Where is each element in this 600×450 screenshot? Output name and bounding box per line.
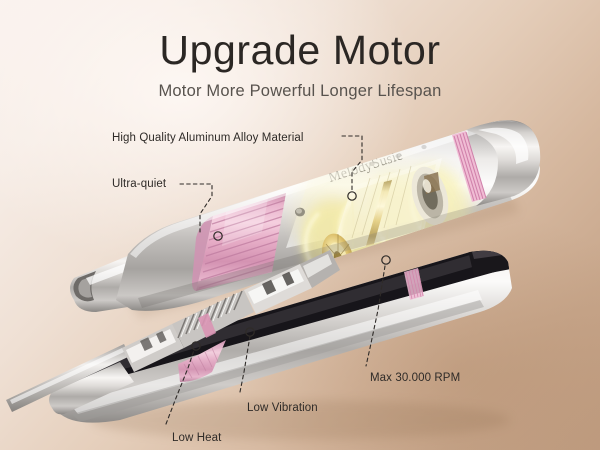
callout-label-ultra-quiet: Ultra-quiet <box>112 178 167 190</box>
lower-body-pink-ring <box>404 268 424 300</box>
leader-alloy <box>341 135 363 193</box>
page-subtitle: Motor More Powerful Longer Lifespan <box>158 82 442 100</box>
leader-rpm <box>365 265 386 367</box>
shaft-coupler <box>244 250 340 314</box>
marker-heat <box>191 341 201 351</box>
callout-target-markers <box>191 191 391 351</box>
lower-nose-cone <box>49 362 134 415</box>
marker-quiet <box>213 231 223 241</box>
leader-heat <box>165 349 195 425</box>
callout-label-alloy: High Quality Aluminum Alloy Material <box>112 132 304 144</box>
callout-label-low-heat: Low Heat <box>172 432 222 444</box>
drill-bit-shaft <box>6 250 340 412</box>
marker-vibration <box>245 327 255 337</box>
callout-label-max-rpm: Max 30.000 RPM <box>370 372 461 384</box>
callout-leader-lines <box>165 135 386 425</box>
page-title: Upgrade Motor <box>159 27 441 73</box>
marker-rpm <box>381 255 391 265</box>
upper-handpiece: MelodySusie <box>6 120 541 412</box>
leader-vibration <box>239 335 251 393</box>
marker-alloy <box>347 191 357 201</box>
lower-handpiece <box>49 250 512 440</box>
rear-pink-ring <box>452 131 487 202</box>
callout-label-low-vibration: Low Vibration <box>247 402 318 414</box>
lower-handpiece-grip <box>178 340 226 382</box>
rear-end-cap <box>466 121 541 206</box>
drive-spring <box>172 290 254 348</box>
pink-grip-band <box>192 193 286 291</box>
leader-quiet <box>179 183 213 233</box>
